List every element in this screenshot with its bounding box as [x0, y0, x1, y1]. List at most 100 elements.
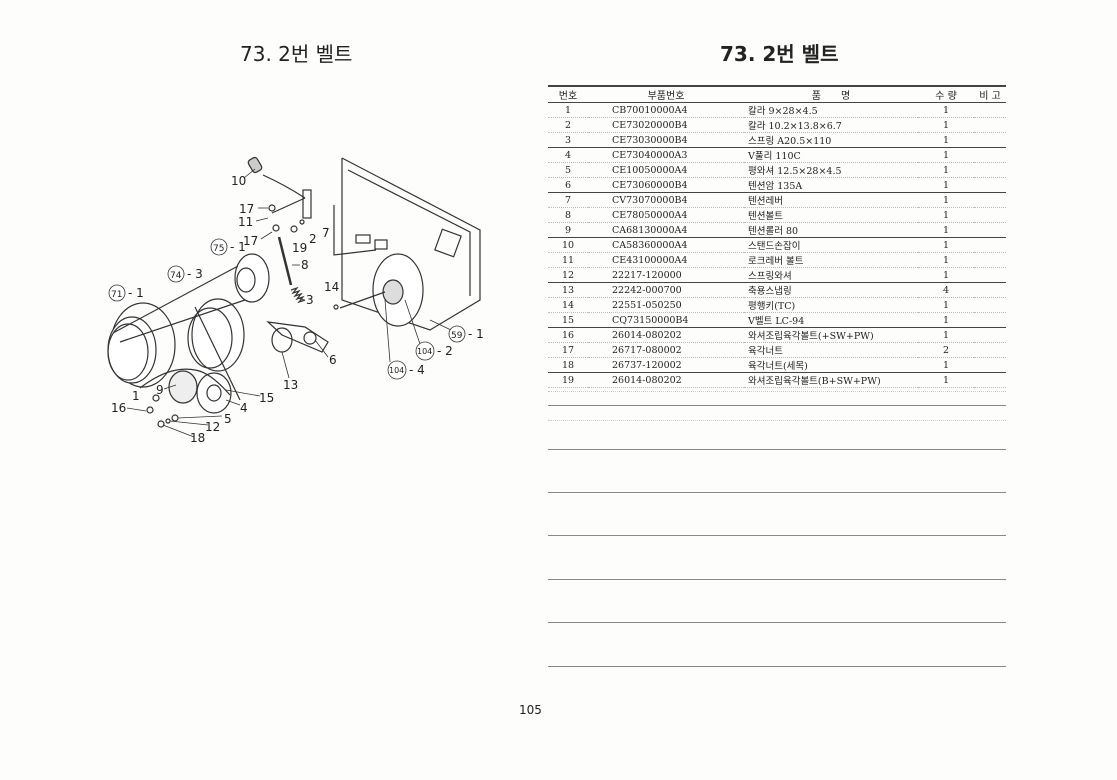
parts-diagram: 10 17 11 17 19 2 7 75 - 1 8 74 - 3 71 - … [107, 156, 484, 445]
page-number: 105 [519, 703, 542, 717]
row-number: 18 [548, 357, 588, 373]
right-page-title: 73. 2번 벨트 [720, 42, 839, 66]
quantity: 1 [918, 357, 974, 373]
col-number: 번호 [548, 85, 588, 103]
label-13: 13 [283, 378, 298, 392]
ref-104-sub: - 4 [409, 363, 425, 377]
remarks [974, 342, 1006, 358]
part-name: 평와셔 12.5×28×4.5 [744, 162, 918, 178]
ref-75-sub: - 1 [230, 240, 246, 254]
label-8: 8 [301, 258, 309, 272]
part-name: 와셔조립육각볼트(+SW+PW) [744, 327, 918, 343]
remarks [974, 192, 1006, 208]
ref-59: 59 [451, 331, 463, 341]
part-name: 텐션암 135A [744, 177, 918, 193]
remarks [974, 207, 1006, 223]
label-14: 14 [324, 280, 339, 294]
part-number: CE73030000B4 [588, 132, 744, 148]
label-5: 5 [224, 412, 232, 426]
ref-104: 104 [389, 366, 404, 375]
label-1: 1 [132, 389, 140, 403]
remarks [974, 297, 1006, 313]
part-name: 육각너트(세목) [744, 357, 918, 373]
table-header: 번호 부품번호 품 명 수 량 비 고 [548, 85, 1006, 103]
part-number: CE78050000A4 [588, 207, 744, 223]
part-name: 칼라 9×28×4.5 [744, 102, 918, 118]
label-18: 18 [190, 431, 205, 445]
remarks [974, 327, 1006, 343]
row-number: 4 [548, 147, 588, 163]
pulley-motor [107, 302, 176, 388]
remarks [974, 222, 1006, 238]
ref-59-sub: - 1 [468, 327, 484, 341]
col-part-name: 품 명 [744, 85, 918, 103]
part-number: CE73020000B4 [588, 117, 744, 133]
part-name: 스프링 A20.5×110 [744, 132, 918, 148]
part-name: 평행키(TC) [744, 297, 918, 313]
row-number: 10 [548, 237, 588, 253]
part-number: 22217-120000 [588, 267, 744, 283]
row-number: 2 [548, 117, 588, 133]
part-number: CE43100000A4 [588, 252, 744, 268]
row-number: 6 [548, 177, 588, 193]
label-17: 17 [239, 202, 254, 216]
pulley-top [234, 253, 270, 303]
part-number: CE10050000A4 [588, 162, 744, 178]
quantity: 1 [918, 297, 974, 313]
quantity: 1 [918, 117, 974, 133]
label-7: 7 [322, 226, 330, 240]
remarks [974, 117, 1006, 133]
label-6: 6 [329, 353, 337, 367]
label-12: 12 [205, 420, 220, 434]
tension-roller [168, 370, 232, 414]
left-page-title: 73. 2번 벨트 [240, 42, 353, 66]
part-number: 26014-080202 [588, 327, 744, 343]
remarks [974, 132, 1006, 148]
ref-75: 75 [213, 244, 224, 254]
row-number: 15 [548, 312, 588, 328]
label-11: 11 [238, 215, 253, 229]
row-number: 19 [548, 372, 588, 388]
part-number: 22551-050250 [588, 297, 744, 313]
quantity: 1 [918, 177, 974, 193]
ref-71-sub: - 1 [128, 286, 144, 300]
row-number: 9 [548, 222, 588, 238]
quantity: 1 [918, 327, 974, 343]
quantity: 1 [918, 222, 974, 238]
part-number: 26737-120002 [588, 357, 744, 373]
remarks [974, 147, 1006, 163]
ref-104: 104 [417, 347, 432, 356]
part-number: CE73040000A3 [588, 147, 744, 163]
part-name: 육각너트 [744, 342, 918, 358]
part-number: CA68130000A4 [588, 222, 744, 238]
col-part-number: 부품번호 [588, 85, 744, 103]
row-number: 13 [548, 282, 588, 298]
part-name: 칼라 10.2×13.8×6.7 [744, 117, 918, 133]
row-number: 3 [548, 132, 588, 148]
label-16: 16 [111, 401, 126, 415]
ref-71: 71 [111, 290, 122, 300]
label-2: 2 [309, 232, 317, 246]
remarks [974, 357, 1006, 373]
row-number: 16 [548, 327, 588, 343]
remarks [974, 372, 1006, 388]
row-number: 17 [548, 342, 588, 358]
remarks [974, 162, 1006, 178]
label-15: 15 [259, 391, 274, 405]
part-number: CV73070000B4 [588, 192, 744, 208]
remarks [974, 102, 1006, 118]
remarks [974, 267, 1006, 283]
